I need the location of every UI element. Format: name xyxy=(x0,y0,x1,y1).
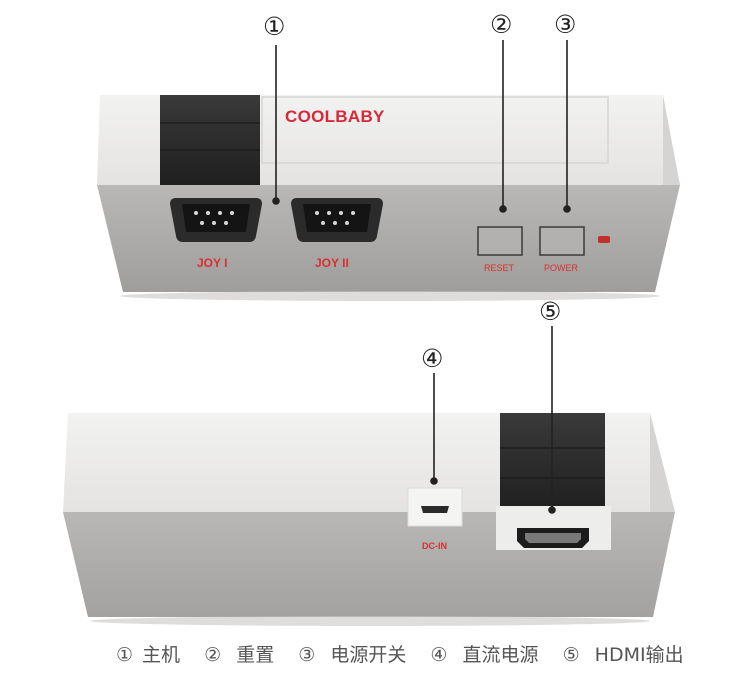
callout-lines xyxy=(272,40,571,514)
joy1-port xyxy=(170,198,262,242)
callout-2: ② xyxy=(490,10,513,39)
front-cartridge-slot xyxy=(160,95,260,185)
callout-1: ① xyxy=(263,12,286,41)
power-button xyxy=(539,226,585,256)
dcin-port xyxy=(421,506,449,513)
callout-5: ⑤ xyxy=(539,297,562,326)
reset-button xyxy=(477,226,523,256)
reset-label: RESET xyxy=(484,263,515,273)
callout-3: ③ xyxy=(554,10,577,39)
joy2-label: JOY II xyxy=(315,256,349,270)
legend-item: ② 重置 xyxy=(204,644,275,666)
front-console xyxy=(97,95,680,301)
front-top-panel xyxy=(261,96,609,164)
legend-item: ④ 直流电源 xyxy=(430,644,539,666)
joy2-port xyxy=(291,198,383,242)
joy1-label: JOY I xyxy=(197,256,228,270)
dcin-label: DC-IN xyxy=(422,541,447,551)
brand-logo: COOLBABY xyxy=(285,107,385,126)
hdmi-port xyxy=(517,528,589,548)
callout-4: ④ xyxy=(421,344,444,373)
power-label: POWER xyxy=(544,263,579,273)
rear-console xyxy=(63,413,675,626)
power-led xyxy=(598,236,610,243)
legend-item: ⑤ HDMI输出 xyxy=(562,644,684,666)
legend-item: ③ 电源开关 xyxy=(298,644,407,666)
